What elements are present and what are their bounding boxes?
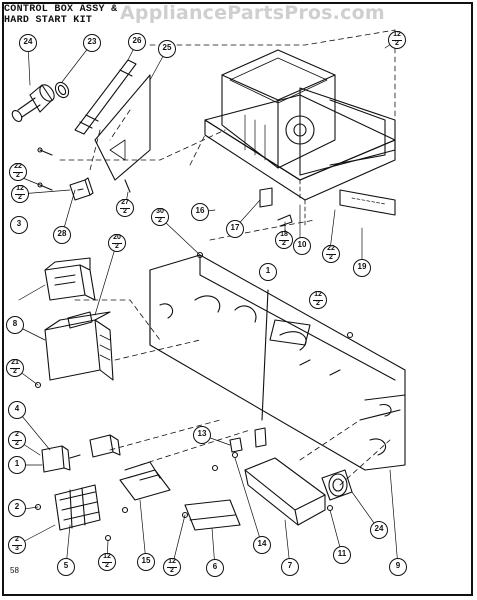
callout-26-bracket: 26 xyxy=(128,33,146,51)
page-number: 58 xyxy=(10,566,19,575)
screws-left xyxy=(34,147,354,542)
clip-part xyxy=(277,214,293,227)
control-module-part xyxy=(44,311,114,381)
fan-capacitor-part xyxy=(321,469,353,501)
callout-16-terminal-block: 16 xyxy=(191,203,209,221)
callout-15-cover-plate: 15 xyxy=(137,553,155,571)
transformer-part xyxy=(44,257,96,301)
box-tray-part xyxy=(244,457,326,526)
terminal-block-part xyxy=(259,187,273,208)
contactor-part xyxy=(89,434,121,458)
callout-23-clamp-ring: 23 xyxy=(83,34,101,52)
callout-24-fan-capacitor: 24 xyxy=(370,521,388,539)
spacer-plate-part xyxy=(67,311,93,329)
control-box-panel-part xyxy=(149,254,406,471)
grommet-part xyxy=(229,437,243,453)
page-border xyxy=(2,2,473,596)
terminal-board-part xyxy=(54,484,101,531)
callout-19: 19 xyxy=(353,259,371,277)
callout-2-screw-lower: 2 xyxy=(8,499,26,517)
watermark-text: AppliancePartsPros.com xyxy=(120,2,385,24)
cover-plate-part xyxy=(119,461,171,501)
capacitor-cylinder-part xyxy=(11,84,55,122)
diagram-title-line2: HARD START KIT xyxy=(4,15,93,26)
start-relay-bracket-part xyxy=(74,59,137,135)
mounting-strip-part xyxy=(184,499,241,531)
callout-9-panel: 9 xyxy=(389,558,407,576)
relay-part xyxy=(69,177,94,201)
callout-1-relay: 1 xyxy=(8,456,26,474)
callout-11: 11 xyxy=(333,546,351,564)
callout-5-terminal-board: 5 xyxy=(57,558,75,576)
callout-24-capacitor: 24 xyxy=(19,34,37,52)
callout-6-strip: 6 xyxy=(206,559,224,577)
callout-1-screw: 1 xyxy=(259,263,277,281)
callout-10: 10 xyxy=(293,237,311,255)
callout-8-control-module: 8 xyxy=(6,316,24,334)
mounting-plate-part xyxy=(94,74,151,181)
diagram-title-line1: CONTROL BOX ASSY & xyxy=(4,4,118,15)
callout-4-contactor: 4 xyxy=(8,401,26,419)
callout-28-relay: 28 xyxy=(53,226,71,244)
callout-7-tray: 7 xyxy=(281,558,299,576)
callout-14: 14 xyxy=(253,536,271,554)
clamp-ring-part xyxy=(54,81,70,99)
callout-13-grommet: 13 xyxy=(193,426,211,444)
callout-25-plate: 25 xyxy=(158,40,176,58)
callout-17-clip: 17 xyxy=(226,220,244,238)
leader-lines xyxy=(59,29,396,486)
screw-long-part xyxy=(261,289,269,421)
callout-3-transformer: 3 xyxy=(10,216,28,234)
small-relay-part xyxy=(41,445,81,473)
